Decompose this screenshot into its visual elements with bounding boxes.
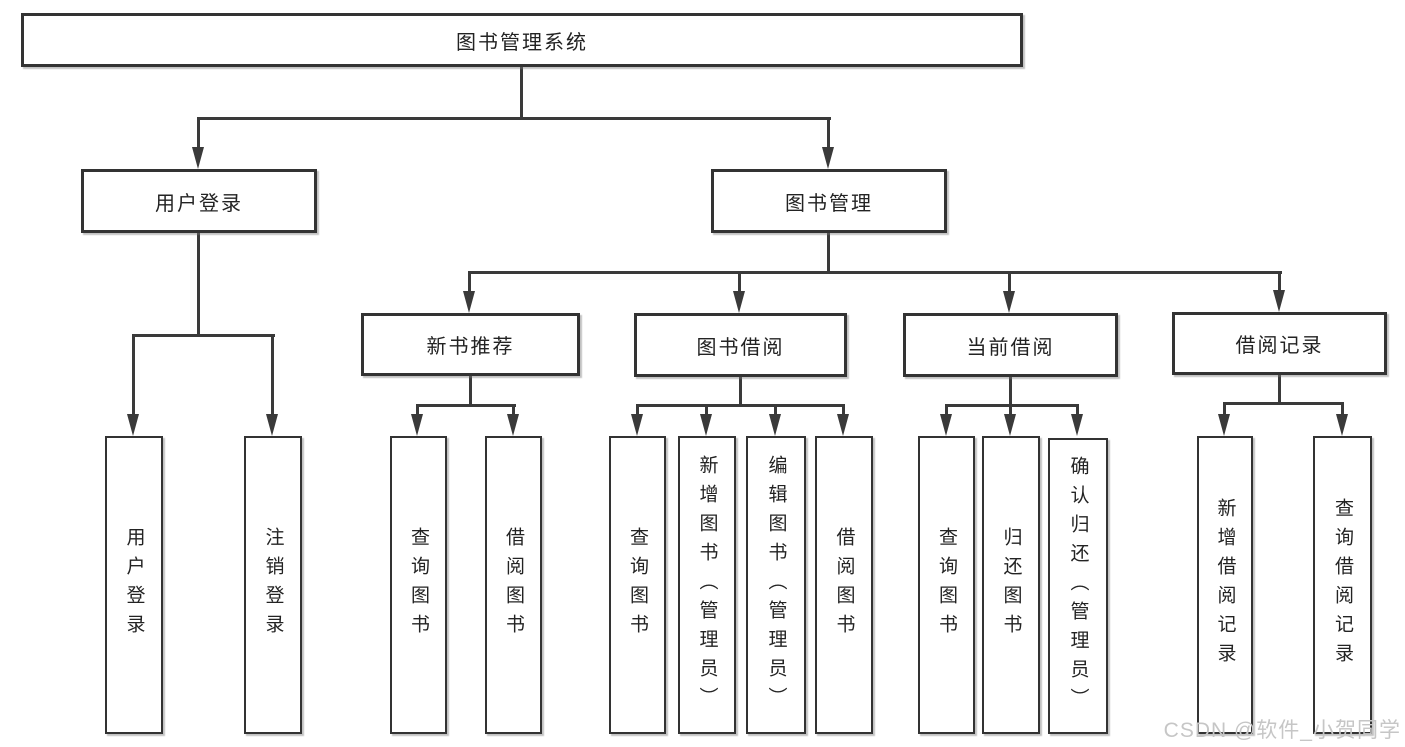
arrowhead-icon (940, 414, 952, 436)
arrowhead-icon (192, 147, 204, 169)
node-label: 图书借阅 (696, 336, 785, 359)
connector-line (738, 271, 741, 293)
leaf-add-borrow-record: 新增借阅记录 (1197, 436, 1253, 734)
arrowhead-icon (631, 414, 643, 436)
node-borrowing-records: 借阅记录 (1172, 312, 1387, 375)
node-book-borrowing: 图书借阅 (634, 313, 847, 377)
leaf-label: 借阅图书 (833, 527, 855, 643)
connector-line (1278, 375, 1281, 404)
connector-line (132, 334, 275, 337)
connector-line (945, 404, 948, 416)
connector-line (1341, 402, 1344, 416)
node-label: 当前借阅 (966, 336, 1055, 359)
leaf-label: 查询图书 (627, 527, 648, 643)
leaf-query-books-1: 查询图书 (390, 436, 447, 734)
leaf-confirm-return-admin: 确认归还（管理员） (1048, 438, 1108, 734)
connector-line (469, 376, 472, 406)
arrowhead-icon (700, 414, 712, 436)
connector-line (1278, 271, 1281, 293)
connector-line (945, 404, 1079, 407)
connector-line (636, 404, 639, 416)
node-book-management: 图书管理 (711, 169, 947, 233)
node-label: 图书管理系统 (456, 31, 588, 54)
connector-line (416, 404, 419, 416)
arrowhead-icon (1336, 414, 1348, 436)
arrowhead-icon (1273, 290, 1285, 312)
connector-line (1223, 402, 1226, 416)
node-label: 图书管理 (785, 192, 873, 215)
arrowhead-icon (463, 291, 475, 313)
connector-line (636, 404, 845, 407)
node-new-book-recommendation: 新书推荐 (361, 313, 580, 376)
connector-line (468, 271, 471, 293)
leaf-logout: 注销登录 (244, 436, 302, 734)
leaf-query-books-2: 查询图书 (609, 436, 666, 734)
leaf-label: 注销登录 (262, 527, 284, 643)
connector-line (271, 334, 274, 416)
leaf-label: 新增借阅记录 (1214, 498, 1236, 672)
node-label: 新书推荐 (426, 336, 515, 358)
leaf-label: 新增图书（管理员） (696, 454, 718, 716)
leaf-return-books: 归还图书 (982, 436, 1040, 734)
leaf-query-borrow-record: 查询借阅记录 (1313, 436, 1372, 734)
leaf-label: 查询图书 (408, 527, 429, 643)
connector-line (520, 66, 523, 119)
connector-line (512, 404, 515, 416)
arrowhead-icon (127, 414, 139, 436)
leaf-label: 归还图书 (1000, 527, 1022, 643)
connector-line (1008, 271, 1011, 293)
connector-line (705, 404, 708, 416)
connector-line (842, 404, 845, 416)
node-current-borrowing: 当前借阅 (903, 313, 1118, 377)
leaf-borrow-books-2: 借阅图书 (815, 436, 873, 734)
leaf-user-login: 用户登录 (105, 436, 163, 734)
connector-line (197, 233, 200, 337)
node-label: 借阅记录 (1235, 335, 1324, 357)
connector-line (827, 117, 830, 149)
connector-line (197, 117, 831, 120)
arrowhead-icon (507, 414, 519, 436)
connector-line (1076, 404, 1079, 416)
connector-line (1009, 377, 1012, 406)
leaf-label: 编辑图书（管理员） (765, 454, 787, 716)
arrowhead-icon (733, 291, 745, 313)
connector-line (1009, 404, 1012, 416)
connector-line (468, 271, 1282, 274)
connector-line (827, 233, 830, 274)
connector-line (774, 404, 777, 416)
leaf-query-books-3: 查询图书 (918, 436, 975, 734)
leaf-label: 借阅图书 (503, 527, 524, 643)
arrowhead-icon (1003, 291, 1015, 313)
leaf-label: 查询借阅记录 (1332, 498, 1353, 672)
leaf-label: 查询图书 (936, 527, 957, 643)
leaf-label: 用户登录 (123, 527, 145, 643)
arrowhead-icon (837, 414, 849, 436)
csdn-watermark: CSDN @软件_小贺同学 (1163, 719, 1401, 742)
arrowhead-icon (822, 147, 834, 169)
arrowhead-icon (1218, 414, 1230, 436)
leaf-edit-books-admin: 编辑图书（管理员） (746, 436, 806, 734)
leaf-borrow-books-1: 借阅图书 (485, 436, 542, 734)
arrowhead-icon (1004, 414, 1016, 436)
arrowhead-icon (411, 414, 423, 436)
arrowhead-icon (1071, 414, 1083, 436)
connector-line (1223, 402, 1344, 405)
leaf-add-books-admin: 新增图书（管理员） (678, 436, 736, 734)
arrowhead-icon (266, 414, 278, 436)
node-label: 用户登录 (155, 192, 243, 215)
node-library-management-system: 图书管理系统 (21, 13, 1023, 67)
node-user-login: 用户登录 (81, 169, 317, 233)
connector-line (739, 377, 742, 406)
connector-line (197, 117, 200, 149)
arrowhead-icon (769, 414, 781, 436)
leaf-label: 确认归还（管理员） (1067, 455, 1089, 717)
connector-line (132, 334, 135, 416)
connector-line (416, 404, 516, 407)
